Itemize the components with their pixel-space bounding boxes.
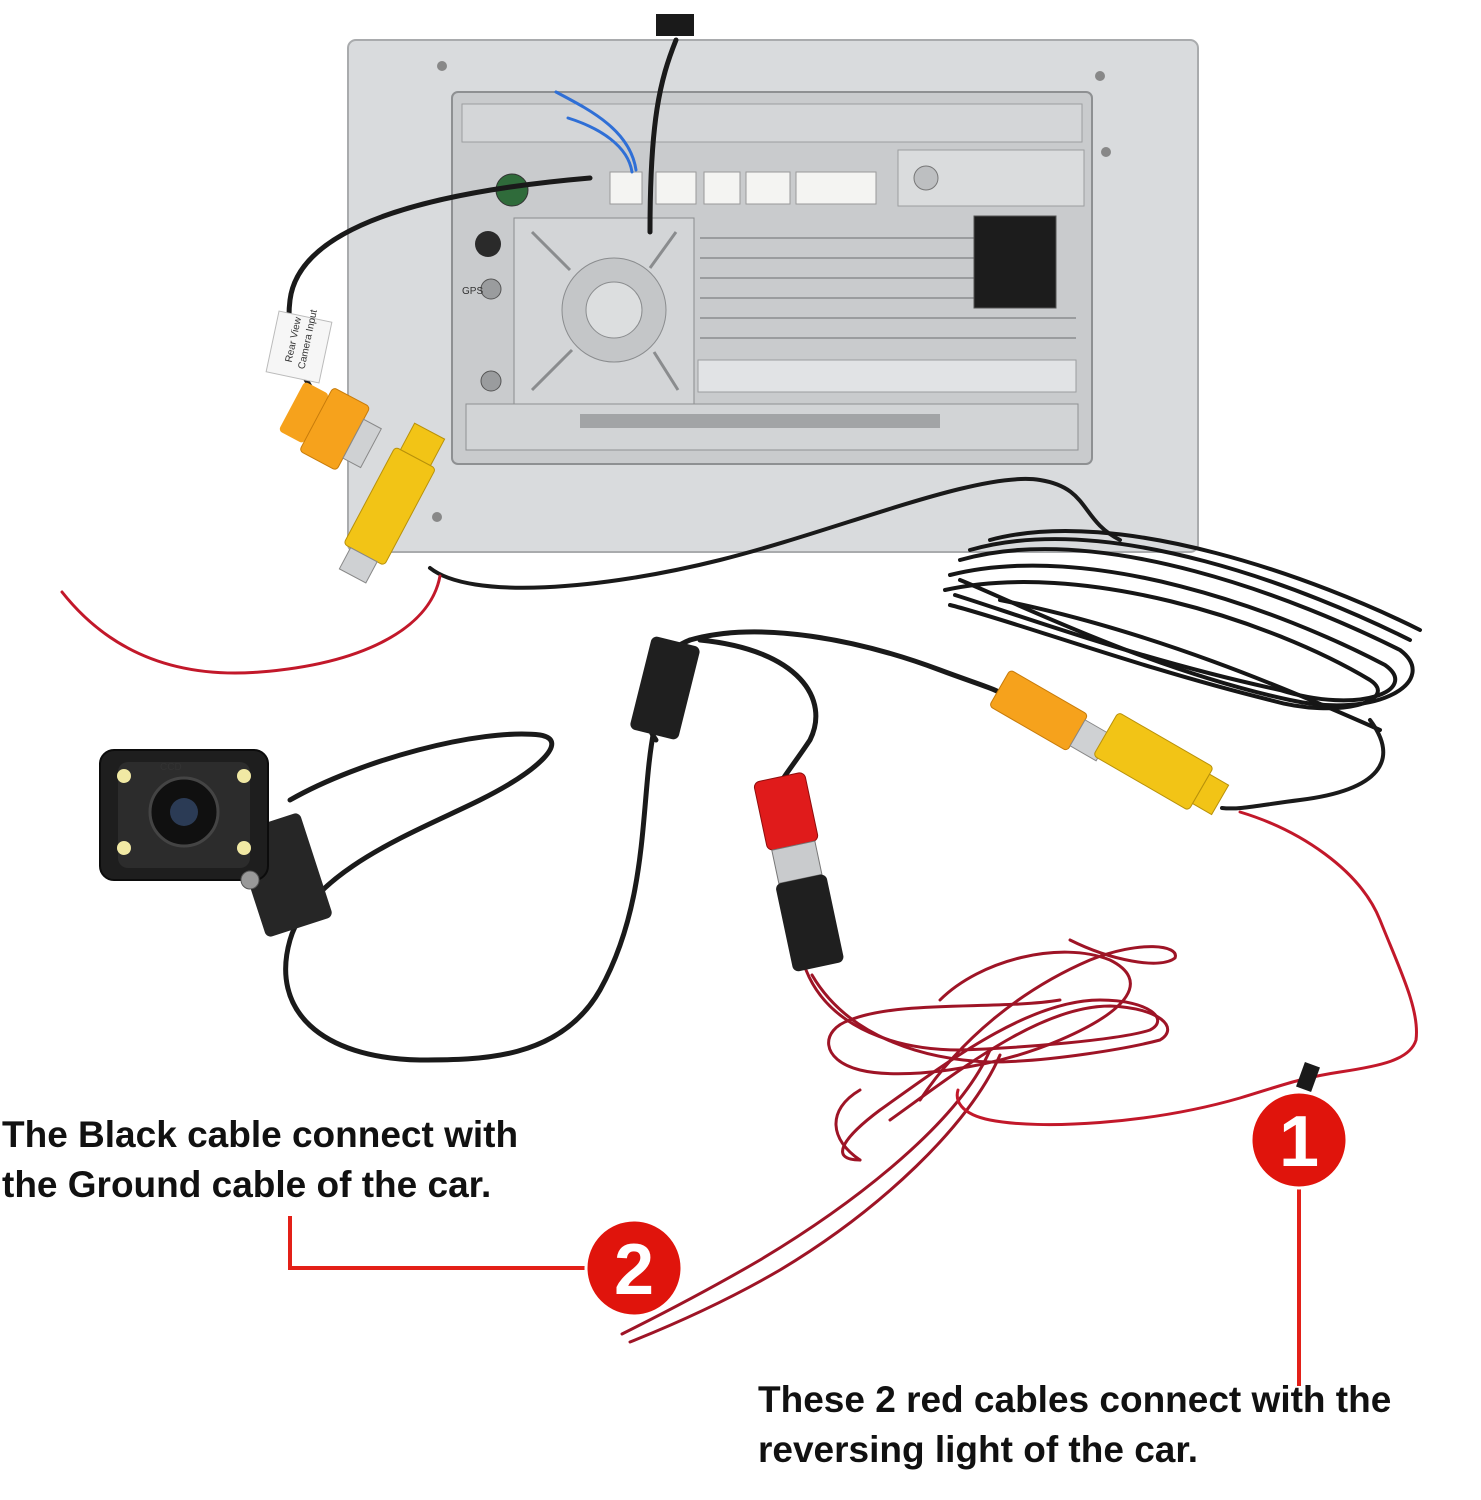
coiled-cable [943, 529, 1422, 732]
reversing-light-caption-line1: These 2 red cables connect with the [758, 1379, 1392, 1420]
marker-two: 2 [584, 1218, 684, 1318]
marker-one-text: 1 [1279, 1102, 1319, 1182]
gps-label: GPS [462, 286, 483, 297]
connector-strip [609, 171, 877, 205]
reversing-light-caption-line2: reversing light of the car. [758, 1429, 1199, 1470]
callout-line-two [288, 1216, 590, 1270]
power-splitter [630, 636, 844, 972]
marker-one: 1 [1249, 1090, 1349, 1190]
cooling-fins [700, 237, 1076, 339]
heatsink [513, 217, 695, 405]
ground-cable-caption-line1: The Black cable connect with [2, 1114, 519, 1155]
iso-socket [973, 215, 1057, 309]
camera-brand-label: CCD [160, 762, 182, 773]
head-unit-icon: GPS [347, 39, 1199, 553]
rca-connector-icon [279, 382, 1230, 816]
reversing-light-caption: These 2 red cables connect with the reve… [758, 1375, 1391, 1475]
marker-two-text: 2 [614, 1230, 654, 1310]
cables: Rear View Camera Input [60, 14, 1422, 1344]
reverse-camera-icon: CCD [99, 749, 332, 937]
callout-lines [288, 1186, 1301, 1386]
camera-input-tag [265, 310, 333, 384]
ground-cable-caption: The Black cable connect with the Ground … [2, 1110, 518, 1210]
red-wire-tangle [620, 938, 1177, 1344]
ground-cable-caption-line2: the Ground cable of the car. [2, 1164, 492, 1205]
